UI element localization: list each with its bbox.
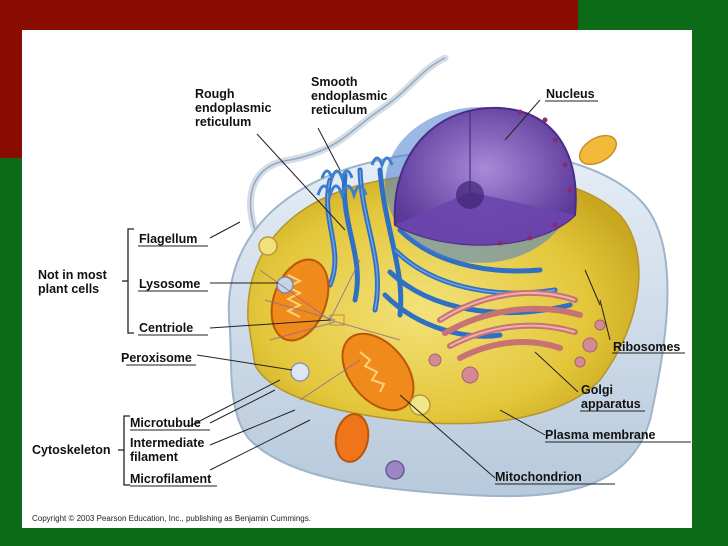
label-cytoskeleton: Cytoskeleton [32,443,111,457]
nucleus-shape [385,106,577,263]
label-microtubule: Microtubule [130,416,201,430]
label-nucleus: Nucleus [546,87,595,101]
small-organelles-shape [258,236,431,480]
label-mitochondrion: Mitochondrion [495,470,582,484]
label-golgi-apparatus: Golgi apparatus [581,383,641,411]
label-flagellum: Flagellum [139,232,198,246]
background-green-corner [578,0,728,20]
label-microfilament: Microfilament [130,472,212,486]
label-intermediate-filament: Intermediate filament [130,436,205,464]
label-centriole: Centriole [139,321,194,335]
cytoskeleton-shape [259,259,401,401]
copyright-notice: Copyright © 2003 Pearson Education, Inc.… [32,514,311,523]
label-peroxisome: Peroxisome [121,351,192,365]
label-brackets [118,228,134,486]
label-rough-er: Rough endoplasmic reticulum [195,87,272,129]
label-ribosomes: Ribosomes [613,340,681,354]
label-smooth-er: Smooth endoplasmic reticulum [311,75,388,117]
label-plasma-membrane: Plasma membrane [545,428,656,442]
label-pointer-lines [187,99,611,479]
vesicles-shape [428,319,606,384]
label-lysosome: Lysosome [139,277,201,291]
label-not-in-plant-cells: Not in most plant cells [38,268,107,296]
smooth-er-shape [316,156,394,200]
